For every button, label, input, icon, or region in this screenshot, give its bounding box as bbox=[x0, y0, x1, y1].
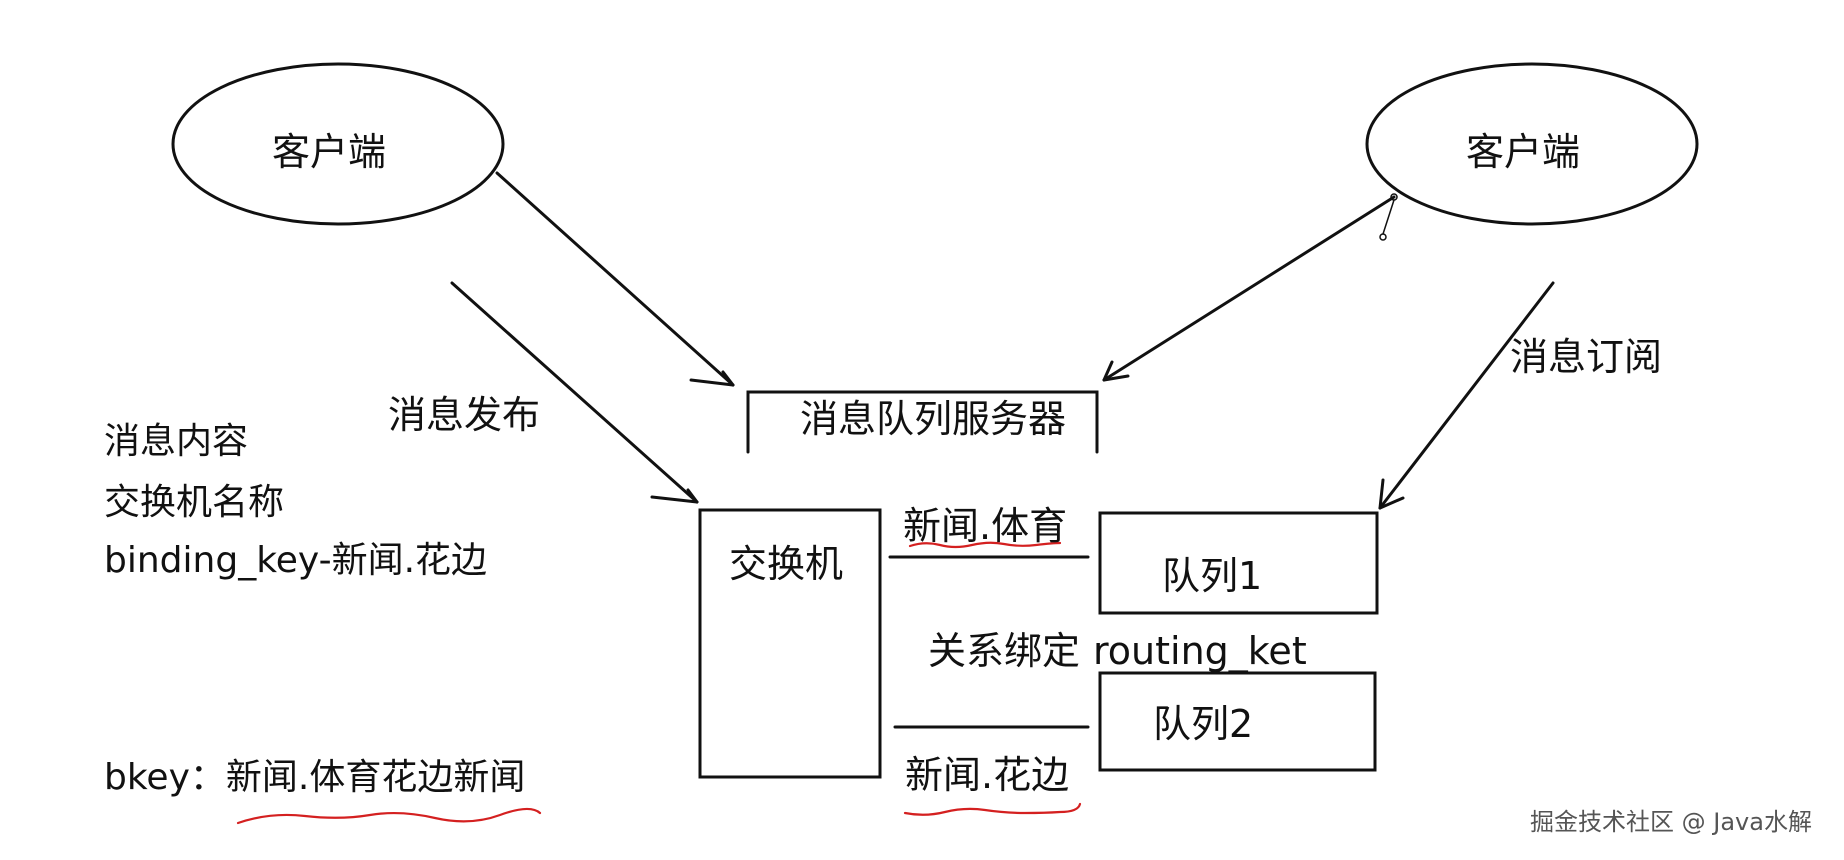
binding-bottom-label: 新闻.花边 bbox=[905, 753, 1070, 797]
arrow-subscribe-to-queue bbox=[1378, 281, 1555, 510]
watermark: 掘金技术社区 @ Java水解 bbox=[1530, 808, 1812, 836]
publish-label: 消息发布 bbox=[388, 393, 541, 437]
arrow-publish-to-exchange bbox=[450, 281, 699, 504]
queue1-box bbox=[1098, 511, 1379, 615]
client-right-node bbox=[1365, 62, 1699, 226]
queue2-box bbox=[1098, 671, 1377, 772]
arrow-client-to-server bbox=[495, 171, 735, 387]
routing-key-label: routing_ket bbox=[1093, 629, 1307, 673]
queue2-label: 队列2 bbox=[1153, 702, 1254, 746]
server-box bbox=[746, 390, 1099, 454]
client-left-label: 客户端 bbox=[272, 130, 387, 174]
underline-binding-top bbox=[908, 541, 1062, 549]
underline-bkey bbox=[236, 807, 542, 825]
underline-binding-bottom bbox=[903, 802, 1082, 816]
binding-relation-label: 关系绑定 bbox=[928, 629, 1081, 673]
bkey-label: bkey：新闻.体育花边新闻 bbox=[104, 757, 526, 798]
server-label: 消息队列服务器 bbox=[800, 397, 1067, 441]
queue1-label: 队列1 bbox=[1162, 554, 1263, 598]
arrow-server-to-client bbox=[1102, 195, 1396, 382]
client-right-label: 客户端 bbox=[1466, 130, 1581, 174]
binding-top-label: 新闻.体育 bbox=[903, 504, 1068, 548]
client-left-node bbox=[171, 62, 505, 226]
message-field-binding-key: binding_key-新闻.花边 bbox=[104, 540, 488, 581]
exchange-box bbox=[698, 508, 882, 779]
message-field-exchange: 交换机名称 bbox=[104, 482, 285, 523]
subscribe-label: 消息订阅 bbox=[1510, 335, 1663, 379]
message-field-content: 消息内容 bbox=[104, 421, 249, 462]
exchange-label: 交换机 bbox=[729, 542, 844, 586]
